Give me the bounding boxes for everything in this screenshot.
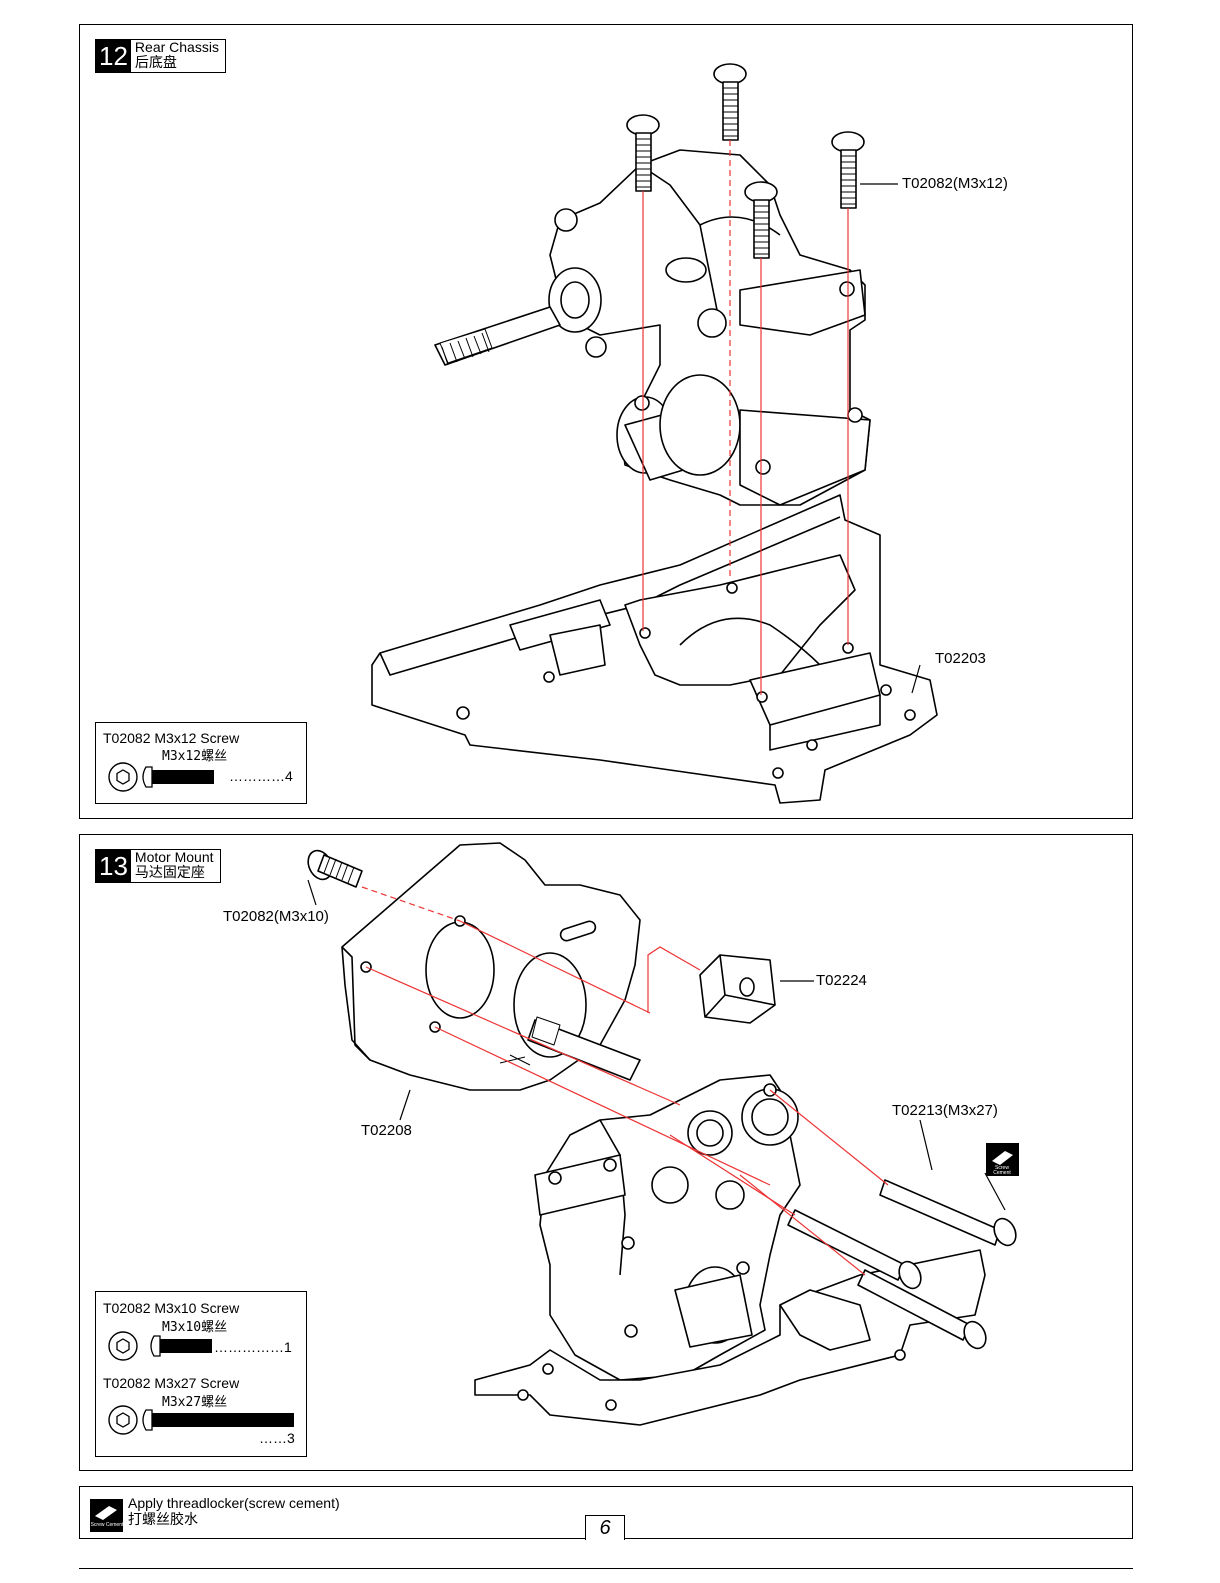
footer-note-panel: Screw Cement Apply threadlocker(screw ce… (79, 1486, 1133, 1539)
label-chassis: T02203 (935, 650, 986, 667)
parts-box-step13: T02082 M3x10 Screw M3x10螺丝 ……………1 T02082… (95, 1291, 307, 1457)
label-screw-m3x27: T02213(M3x27) (892, 1102, 998, 1119)
label-screw-m3x10: T02082(M3x10) (223, 908, 329, 925)
svg-text:Screw Cement: Screw Cement (91, 1522, 124, 1528)
label-spacer: T02224 (816, 972, 867, 989)
step-13-panel: 13 Motor Mount 马达固定座 (79, 834, 1133, 1471)
hex-head-icon (109, 1406, 137, 1434)
hex-head-icon (96, 723, 308, 805)
screw-3 (832, 132, 864, 208)
hex-head-icon (109, 1332, 137, 1360)
svg-text:Cement: Cement (993, 1170, 1011, 1176)
screw-cement-glyph: Screw Cement (90, 1499, 123, 1532)
parts-box-icons (96, 1292, 308, 1458)
label-mount-plate: T02208 (361, 1122, 412, 1139)
spacer-block (700, 955, 775, 1023)
note-en: Apply threadlocker(screw cement) (128, 1495, 340, 1511)
parts-box-step12: T02082 M3x12 Screw M3x12螺丝 …………4 (95, 722, 307, 804)
screw-cement-icon: Screw Cement (90, 1499, 123, 1532)
threadlocker-note: Apply threadlocker(screw cement) 打螺丝胶水 (128, 1495, 340, 1527)
part-quantity: …………4 (229, 768, 293, 784)
rear-chassis-diagram (80, 25, 1134, 820)
label-screw-m3x12: T02082(M3x12) (902, 175, 1008, 192)
page-number: 6 (585, 1515, 625, 1540)
screw-2 (714, 64, 746, 140)
bottom-rule (79, 1568, 1133, 1569)
screw-cement-icon: Screw Cement (986, 1143, 1019, 1176)
step-12-panel: 12 Rear Chassis 后底盘 (79, 24, 1133, 819)
screw-m3x27-1 (880, 1180, 1020, 1249)
screw-m3x10 (304, 847, 362, 887)
note-cn: 打螺丝胶水 (128, 1511, 340, 1527)
